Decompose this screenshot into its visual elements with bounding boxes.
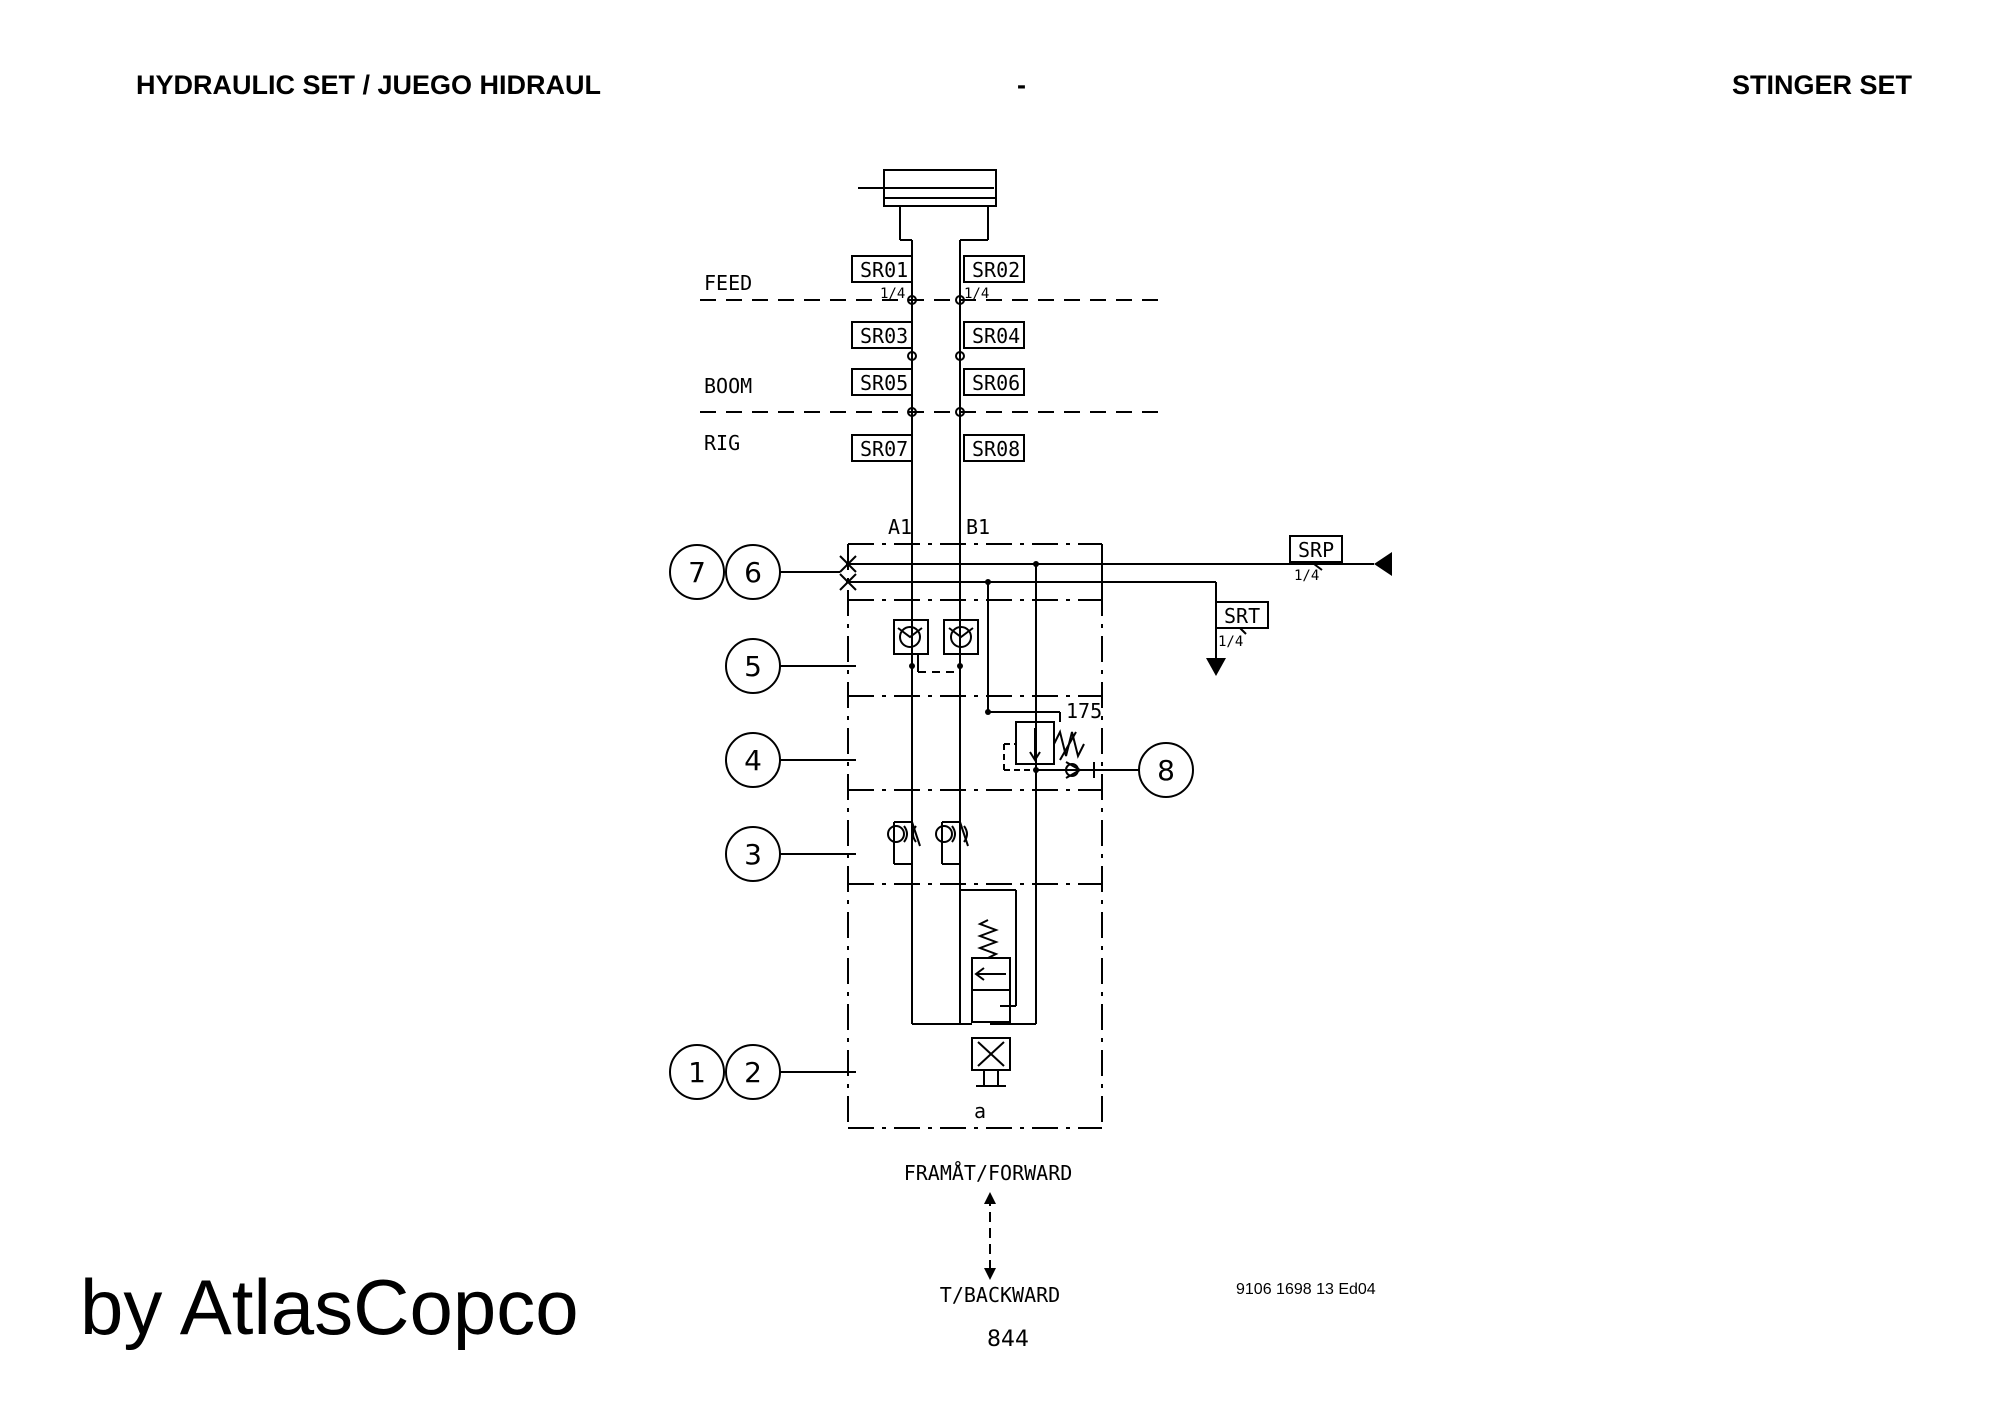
- section-label-feed: FEED: [704, 271, 752, 295]
- fraction-label-sr02: 1/4: [964, 286, 989, 302]
- section-label-rig: RIG: [704, 431, 740, 455]
- direction-backward: T/BACKWARD: [940, 1283, 1060, 1307]
- callout-3: 3: [744, 838, 762, 871]
- port-box-sr05: [851, 368, 913, 396]
- fraction-label-srp: 1/4: [1294, 568, 1319, 584]
- callout-4: 4: [744, 744, 762, 777]
- port-label-srp: SRP: [1298, 538, 1334, 562]
- port-label-sr08: SR08: [972, 437, 1020, 461]
- callout-7: 7: [688, 556, 706, 589]
- callout-2: 2: [744, 1056, 762, 1089]
- callout-1: 1: [688, 1056, 706, 1089]
- port-label-sr02: SR02: [972, 258, 1020, 282]
- port-label-sr07: SR07: [860, 437, 908, 461]
- document-number: 9106 1698 13 Ed04: [1236, 1281, 1376, 1298]
- callout-5: 5: [744, 650, 762, 683]
- port-box-sr04: [963, 321, 1025, 349]
- port-box-sr02: [963, 255, 1025, 283]
- fraction-label-srt: 1/4: [1218, 634, 1243, 650]
- callout-6: 6: [744, 556, 762, 589]
- tank-arrow-icon: [1206, 658, 1226, 676]
- port-label-b1: B1: [966, 515, 990, 539]
- pressure-arrow-icon: [1374, 552, 1392, 576]
- brand-watermark: by AtlasCopco: [80, 1263, 579, 1351]
- valve-block-outline: [847, 543, 1103, 1129]
- header-title-left: HYDRAULIC SET / JUEGO HIDRAUL: [136, 70, 602, 100]
- page-number: 844: [987, 1327, 1029, 1352]
- callout-circles: [669, 544, 1194, 1100]
- port-label-sr06: SR06: [972, 371, 1020, 395]
- callout-8: 8: [1157, 754, 1175, 787]
- check-valve-section-5: [893, 619, 979, 673]
- port-label-sr04: SR04: [972, 324, 1020, 348]
- direction-forward: FRAMÅT/FORWARD: [904, 1161, 1073, 1185]
- header-title-right: STINGER SET: [1731, 70, 1912, 100]
- throttle-check-valve-section-3: [887, 821, 969, 865]
- port-label-a: a: [974, 1099, 986, 1123]
- pressure-setting: 175: [1066, 699, 1102, 723]
- port-box-sr08: [963, 434, 1025, 462]
- port-box-srp: [1289, 535, 1343, 563]
- section-label-boom: BOOM: [704, 374, 752, 398]
- port-box-sr01: [851, 255, 913, 283]
- port-label-srt: SRT: [1224, 604, 1260, 628]
- header-title-center: -: [1017, 70, 1026, 100]
- port-box-sr03: [851, 321, 913, 349]
- directional-valve: [912, 889, 1036, 1087]
- port-label-sr01: SR01: [860, 258, 908, 282]
- relief-valve-section-4: [987, 564, 1095, 1024]
- port-label-sr05: SR05: [860, 371, 908, 395]
- port-box-sr07: [851, 434, 913, 462]
- port-label-a1: A1: [888, 515, 912, 539]
- fraction-label-sr01: 1/4: [880, 286, 905, 302]
- port-box-sr06: [963, 368, 1025, 396]
- port-label-sr03: SR03: [860, 324, 908, 348]
